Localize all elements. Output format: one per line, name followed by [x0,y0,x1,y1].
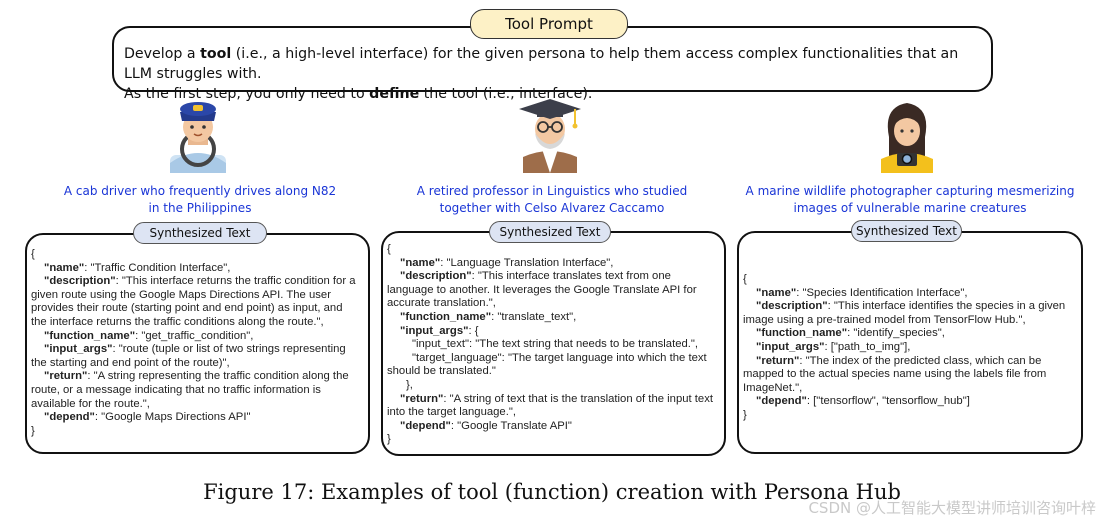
code-line: route, or a message indicating that no t… [31,384,366,398]
code-line: "return": "A string representing the tra… [31,370,366,384]
code-key: "depend" [44,411,95,423]
code-line: mapped to the actual species name using … [743,368,1079,382]
professor-icon [515,97,585,173]
code-line: } [743,409,1079,423]
code-value: : ["tensorflow", "tensorflow_hub"] [807,395,970,407]
code-value: : "route (tuple or list of two strings r… [112,343,345,355]
driver-icon [165,97,231,173]
code-line: "depend": "Google Translate API" [387,420,722,434]
code-key: "function_name" [756,327,847,339]
code-value: : ["path_to_img"], [824,341,910,353]
code-value: : "get_traffic_condition", [135,330,253,342]
code-value: : "This interface identifies the species… [828,300,1066,312]
code-line: "depend": "Google Maps Directions API" [31,411,366,425]
code-line: "return": "A string of text that is the … [387,393,722,407]
code-value: : "translate_text", [491,311,576,323]
code-line: { [743,273,1079,287]
code-line: provides their route (starting point and… [31,302,366,316]
code-line: "function_name": "get_traffic_condition"… [31,330,366,344]
code-value: : "This interface returns the traffic co… [116,275,356,287]
code-value: : "Species Identification Interface", [796,287,967,299]
code-key: "name" [400,257,440,269]
code-value: : "Google Maps Directions API" [95,411,251,423]
code-line: "input_args": { [387,325,722,339]
photographer-icon [875,97,939,173]
code-line: "return": "The index of the predicted cl… [743,355,1079,369]
code-key: "depend" [400,420,451,432]
card-3-code: {"name": "Species Identification Interfa… [743,273,1079,423]
code-value: : "Google Translate API" [451,420,572,432]
code-line: "depend": ["tensorflow", "tensorflow_hub… [743,395,1079,409]
code-key: "return" [44,370,87,382]
code-key: "return" [400,393,443,405]
synthesized-card-1: {"name": "Traffic Condition Interface","… [25,233,370,454]
code-line: }, [387,379,722,393]
code-line: "input_args": ["path_to_img"], [743,341,1079,355]
code-value: : { [468,325,478,337]
persona-driver: A cab driver who frequently drives along… [40,183,360,217]
persona-photographer: A marine wildlife photographer capturing… [740,183,1080,217]
code-line: "name": "Species Identification Interfac… [743,287,1079,301]
code-value: : "A string of text that is the translat… [443,393,713,405]
code-key: "function_name" [44,330,135,342]
code-value: : "identify_species", [847,327,945,339]
synthesized-card-2: {"name": "Language Translation Interface… [381,231,726,456]
code-key: "depend" [756,395,807,407]
code-value: : "A string representing the traffic con… [87,370,348,382]
code-line: "target_language": "The target language … [387,352,722,366]
code-line: the interface returns the traffic condit… [31,316,366,330]
code-line: given route using the Google Maps Direct… [31,289,366,303]
code-line: language to another. It leverages the Go… [387,284,722,298]
synthesized-label-2: Synthesized Text [489,221,611,243]
code-value: : "The index of the predicted class, whi… [799,355,1041,367]
card-1-code: {"name": "Traffic Condition Interface","… [31,248,366,438]
code-key: "name" [44,262,84,274]
code-key: "function_name" [400,311,491,323]
code-key: "input_args" [44,343,112,355]
card-2-code: {"name": "Language Translation Interface… [387,243,722,447]
code-line: ImageNet.", [743,382,1079,396]
code-line: "function_name": "translate_text", [387,311,722,325]
code-line: { [387,243,722,257]
code-line: should be translated." [387,365,722,379]
code-line: into the target language.", [387,406,722,420]
code-line: { [31,248,366,262]
code-line: accurate translation.", [387,297,722,311]
code-key: "name" [756,287,796,299]
code-line: "input_args": "route (tuple or list of t… [31,343,366,357]
code-key: "description" [756,300,828,312]
persona-professor: A retired professor in Linguistics who s… [392,183,712,217]
code-value: : "Language Translation Interface", [440,257,613,269]
code-line: } [31,425,366,439]
code-key: "description" [44,275,116,287]
watermark: CSDN @人工智能大模型讲师培训咨询叶梓 [808,497,1096,518]
code-line: "function_name": "identify_species", [743,327,1079,341]
code-key: "return" [756,355,799,367]
code-line: "description": "This interface returns t… [31,275,366,289]
code-value: : "This interface translates text from o… [472,270,671,282]
synthesized-card-3: {"name": "Species Identification Interfa… [737,231,1083,454]
synthesized-label-1: Synthesized Text [133,222,267,244]
code-value: : "Traffic Condition Interface", [84,262,230,274]
code-line: image using a pre-trained model from Ten… [743,314,1079,328]
code-key: "description" [400,270,472,282]
code-line: "description": "This interface identifie… [743,300,1079,314]
synthesized-label-3: Synthesized Text [851,220,962,242]
code-line: available for the route.", [31,398,366,412]
code-line: the starting and end point of the route)… [31,357,366,371]
code-line: "name": "Traffic Condition Interface", [31,262,366,276]
tool-prompt-label: Tool Prompt [470,9,628,39]
code-line: } [387,433,722,447]
code-key: "input_args" [756,341,824,353]
code-line: "description": "This interface translate… [387,270,722,284]
code-line: "input_text": "The text string that need… [387,338,722,352]
prompt-line-1: Develop a tool (i.e., a high-level inter… [124,44,981,84]
code-key: "input_args" [400,325,468,337]
code-line: "name": "Language Translation Interface"… [387,257,722,271]
